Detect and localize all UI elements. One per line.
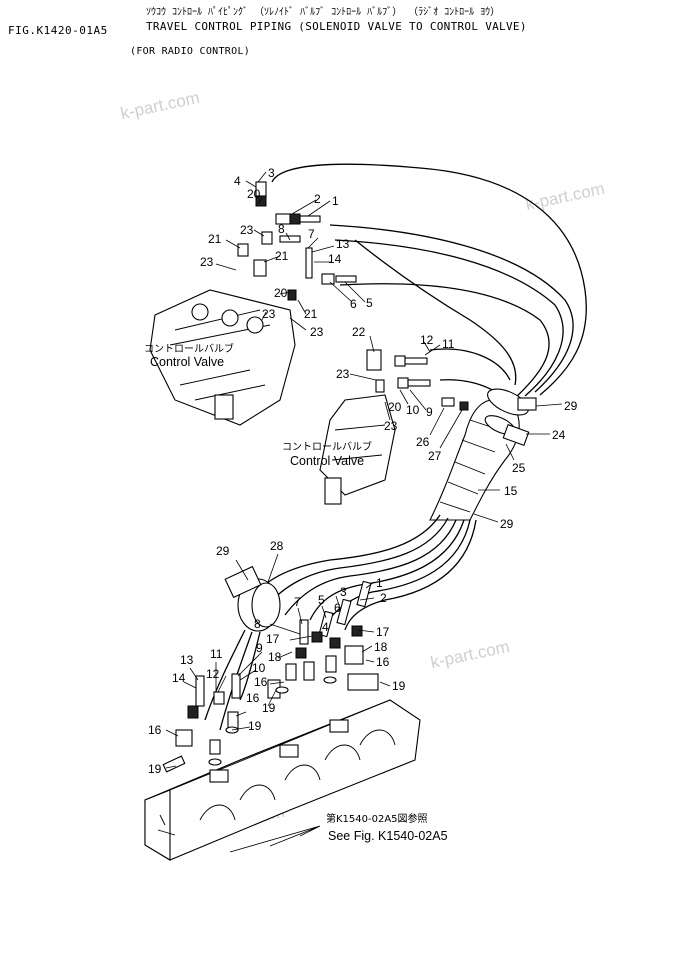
callout-29: 29 bbox=[216, 544, 230, 558]
callout-1: 1 bbox=[376, 576, 383, 590]
callout-10: 10 bbox=[406, 403, 420, 417]
upper-fittings bbox=[237, 181, 469, 411]
callout-18: 18 bbox=[374, 640, 388, 654]
callout-7: 7 bbox=[294, 595, 301, 609]
callout-14: 14 bbox=[172, 671, 186, 685]
callout-21: 21 bbox=[304, 307, 318, 321]
middle-control-valve bbox=[319, 394, 396, 505]
callout-26: 26 bbox=[416, 435, 430, 449]
callout-13: 13 bbox=[336, 237, 350, 251]
callout-20: 20 bbox=[247, 187, 261, 201]
callout-4: 4 bbox=[234, 174, 241, 188]
title-japanese: ｿｳｺｳ ｺﾝﾄﾛｰﾙ ﾊﾟｲﾋﾟﾝｸﾞ （ｿﾚﾉｲﾄﾞ ﾊﾞﾙﾌﾞ ｺﾝﾄﾛｰ… bbox=[146, 7, 501, 18]
callout-4: 4 bbox=[322, 620, 329, 634]
callout-2: 2 bbox=[314, 192, 321, 206]
callout-13: 13 bbox=[180, 653, 194, 667]
callout-23: 23 bbox=[200, 255, 214, 269]
callout-16: 16 bbox=[376, 655, 390, 669]
callout-5: 5 bbox=[366, 296, 373, 310]
title-english: TRAVEL CONTROL PIPING (SOLENOID VALVE TO… bbox=[146, 20, 527, 33]
callout-23: 23 bbox=[262, 307, 276, 321]
callout-11: 11 bbox=[442, 337, 455, 351]
lower-clamp bbox=[204, 565, 281, 731]
callout-17: 17 bbox=[376, 625, 390, 639]
main-valve-block bbox=[144, 699, 421, 861]
callout-2: 2 bbox=[380, 591, 387, 605]
control-valve-jp-label-upper: コントロールバルブ bbox=[144, 342, 234, 355]
callout-21: 21 bbox=[275, 249, 289, 263]
callout-23: 23 bbox=[310, 325, 324, 339]
see-fig-jp-label: 第K1540-02A5図参照 bbox=[326, 812, 428, 825]
callout-27: 27 bbox=[428, 449, 442, 463]
callout-12: 12 bbox=[206, 667, 220, 681]
callout-22: 22 bbox=[352, 325, 366, 339]
callout-8: 8 bbox=[278, 222, 285, 236]
callout-10: 10 bbox=[252, 661, 266, 675]
callout-6: 6 bbox=[350, 297, 357, 311]
callout-12: 12 bbox=[420, 333, 434, 347]
figure-id: FIG.K1420-01A5 bbox=[8, 24, 108, 37]
callout-23: 23 bbox=[384, 419, 398, 433]
protective-sleeve bbox=[429, 388, 537, 521]
callout-25: 25 bbox=[512, 461, 526, 475]
callout-20: 20 bbox=[388, 400, 402, 414]
lower-fittings bbox=[162, 580, 379, 773]
hose-bundle-lower bbox=[254, 514, 477, 631]
hose-bundle-upper bbox=[271, 163, 587, 401]
callout-19: 19 bbox=[262, 701, 276, 715]
callout-3: 3 bbox=[268, 166, 275, 180]
callout-29: 29 bbox=[564, 399, 578, 413]
callout-14: 14 bbox=[328, 252, 342, 266]
callout-29: 29 bbox=[500, 517, 514, 531]
callout-11: 11 bbox=[210, 647, 223, 661]
callout-leaders bbox=[165, 171, 563, 853]
callout-17: 17 bbox=[266, 632, 280, 646]
callout-19: 19 bbox=[392, 679, 406, 693]
callout-21: 21 bbox=[208, 232, 222, 246]
callout-16: 16 bbox=[254, 675, 268, 689]
callout-7: 7 bbox=[308, 227, 315, 241]
upper-control-valve bbox=[149, 289, 296, 426]
callout-8: 8 bbox=[254, 617, 261, 631]
callout-15: 15 bbox=[504, 484, 518, 498]
see-fig-en-label: See Fig. K1540-02A5 bbox=[328, 829, 448, 843]
callout-20: 20 bbox=[274, 286, 288, 300]
callout-5: 5 bbox=[318, 593, 325, 607]
callout-numbers: 4 3 20 2 1 23 8 7 21 13 21 14 23 20 6 5 … bbox=[148, 166, 578, 776]
control-valve-en-label-upper: Control Valve bbox=[150, 355, 224, 369]
callout-23: 23 bbox=[240, 223, 254, 237]
callout-24: 24 bbox=[552, 428, 566, 442]
control-valve-jp-label-middle: コントロールバルブ bbox=[282, 440, 372, 453]
callout-28: 28 bbox=[270, 539, 284, 553]
callout-16: 16 bbox=[246, 691, 260, 705]
callout-3: 3 bbox=[340, 585, 347, 599]
callout-1: 1 bbox=[332, 194, 339, 208]
subtitle: (FOR RADIO CONTROL) bbox=[130, 46, 251, 57]
callout-19: 19 bbox=[148, 762, 162, 776]
callout-9: 9 bbox=[426, 405, 433, 419]
callout-19: 19 bbox=[248, 719, 262, 733]
callout-6: 6 bbox=[334, 601, 341, 615]
callout-9: 9 bbox=[256, 641, 263, 655]
callout-18: 18 bbox=[268, 650, 282, 664]
callout-23: 23 bbox=[336, 367, 350, 381]
control-valve-en-label-middle: Control Valve bbox=[290, 454, 364, 468]
callout-16: 16 bbox=[148, 723, 162, 737]
